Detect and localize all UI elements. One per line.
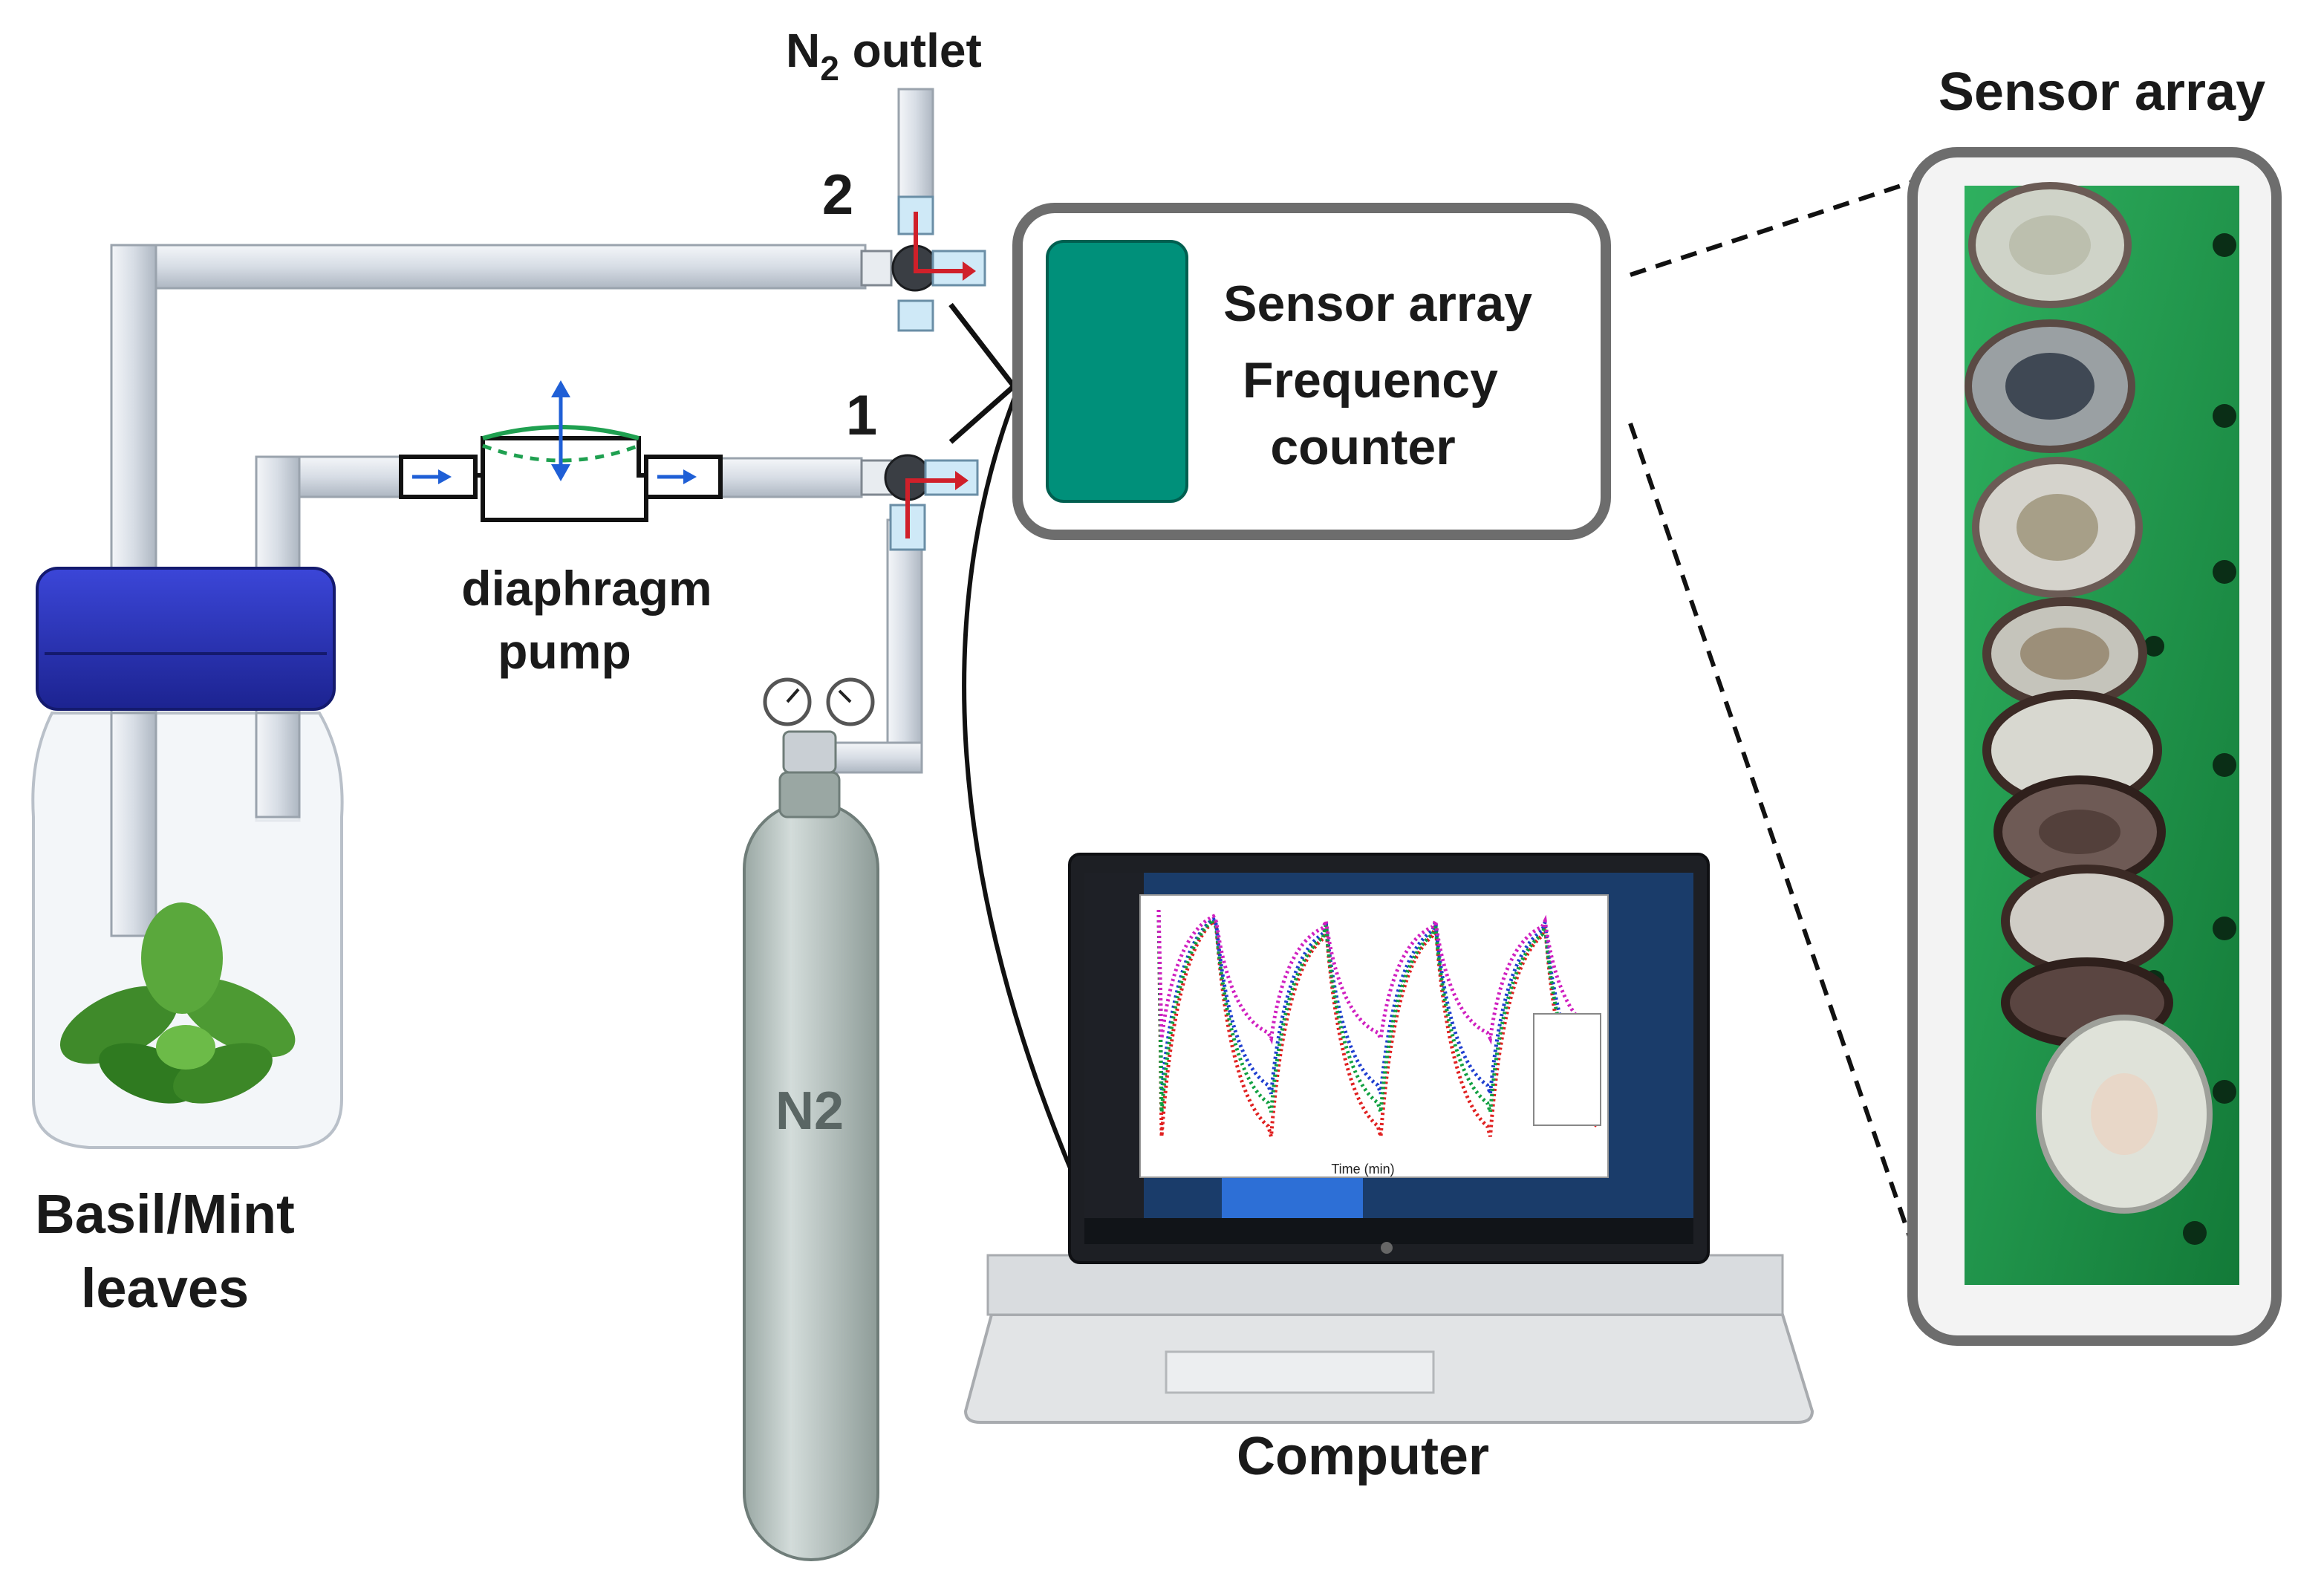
sensor-array-photo: Sensor array xyxy=(1907,62,2282,1346)
cylinder-label: N2 xyxy=(775,1081,844,1141)
screen-plot-legend xyxy=(1533,1013,1601,1126)
photo-title: Sensor array xyxy=(1939,62,2265,122)
screen-plot: Time (min) xyxy=(1139,894,1609,1178)
sensor-module xyxy=(1046,240,1188,503)
screen-plot-series-4 xyxy=(1156,909,1598,1045)
valve-1 xyxy=(860,454,979,551)
zoom-lines xyxy=(1628,176,1926,1278)
regulator xyxy=(782,730,837,774)
box-label-line1: Sensor array xyxy=(1223,276,1532,332)
box-label-line3: counter xyxy=(1270,419,1455,475)
pump-label-line2: pump xyxy=(498,624,631,679)
valve-2-label: 2 xyxy=(822,163,853,227)
jar-lid xyxy=(36,567,336,711)
box-label-line2: Frequency xyxy=(1243,352,1498,409)
laptop: Time (min) Computer xyxy=(963,853,1814,1486)
sensor-discs xyxy=(1965,182,2213,1214)
jar xyxy=(31,567,344,1149)
connector-lines xyxy=(948,302,1094,1220)
n2-cylinder: N2 xyxy=(743,677,879,1561)
n2-outlet-label: N2 outlet xyxy=(786,24,982,88)
jar-label-line2: leaves xyxy=(81,1257,249,1319)
valve-2 xyxy=(860,195,986,332)
diaphragm-pump xyxy=(399,380,723,522)
taskbar xyxy=(1084,1218,1693,1244)
pump-label-line1: diaphragm xyxy=(461,561,712,616)
sensor-frequency-counter-box: Sensor array Frequency counter xyxy=(1012,203,1611,540)
jar-label-line1: Basil/Mint xyxy=(35,1183,294,1245)
screen-plot-xlabel: Time (min) xyxy=(1331,1162,1394,1176)
valve-1-label: 1 xyxy=(846,384,877,447)
computer-label: Computer xyxy=(1237,1427,1489,1486)
basil-leaves xyxy=(59,902,296,1104)
touchpad xyxy=(1165,1350,1435,1394)
screen-plot-series-2 xyxy=(1156,909,1598,1095)
